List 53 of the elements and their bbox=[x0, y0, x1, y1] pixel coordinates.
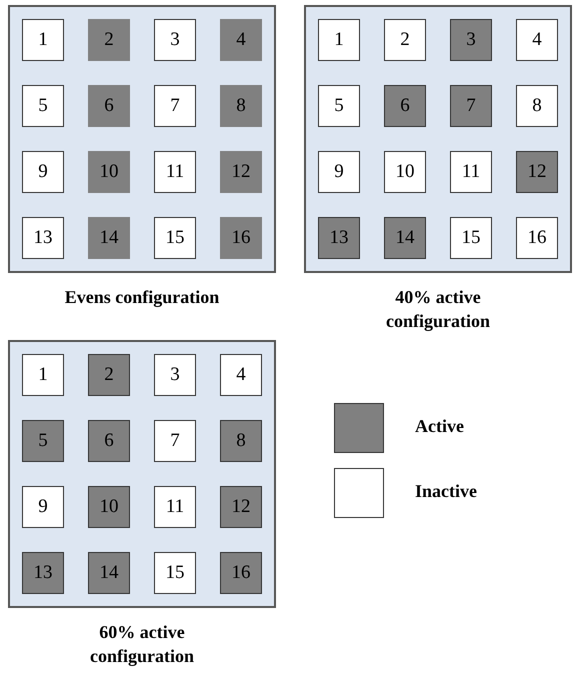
inactive-cell: 8 bbox=[516, 85, 558, 127]
active-cell: 8 bbox=[220, 420, 262, 462]
panel-caption: 40% active configuration bbox=[384, 286, 491, 333]
active-cell: 14 bbox=[384, 217, 426, 259]
active-cell: 14 bbox=[88, 217, 130, 259]
active-cell: 13 bbox=[318, 217, 360, 259]
inactive-cell: 1 bbox=[22, 354, 64, 396]
inactive-cell: 7 bbox=[154, 420, 196, 462]
inactive-cell: 1 bbox=[22, 19, 64, 61]
active-cell: 16 bbox=[220, 217, 262, 259]
legend-label: Inactive bbox=[415, 481, 477, 502]
legend-label: Active bbox=[415, 416, 464, 437]
active-cell: 13 bbox=[22, 552, 64, 594]
active-cell: 8 bbox=[220, 85, 262, 127]
inactive-cell: 5 bbox=[318, 85, 360, 127]
inactive-cell: 4 bbox=[220, 354, 262, 396]
inactive-cell: 13 bbox=[22, 217, 64, 259]
inactive-cell: 7 bbox=[154, 85, 196, 127]
inactive-cell: 11 bbox=[154, 151, 196, 193]
active-cell: 10 bbox=[88, 151, 130, 193]
active-cell: 6 bbox=[88, 85, 130, 127]
inactive-cell: 15 bbox=[450, 217, 492, 259]
inactive-cell: 10 bbox=[384, 151, 426, 193]
active-cell: 6 bbox=[88, 420, 130, 462]
active-cell: 2 bbox=[88, 354, 130, 396]
inactive-cell: 15 bbox=[154, 552, 196, 594]
active-cell: 4 bbox=[220, 19, 262, 61]
inactive-cell: 11 bbox=[154, 486, 196, 528]
inactive-cell: 2 bbox=[384, 19, 426, 61]
inactive-cell: 16 bbox=[516, 217, 558, 259]
active-cell: 7 bbox=[450, 85, 492, 127]
inactive-cell: 3 bbox=[154, 19, 196, 61]
panel-caption: 60% active configuration bbox=[88, 621, 195, 668]
active-cell: 12 bbox=[220, 151, 262, 193]
inactive-cell: 11 bbox=[450, 151, 492, 193]
inactive-cell: 9 bbox=[22, 486, 64, 528]
active-cell: 12 bbox=[516, 151, 558, 193]
inactive-cell: 15 bbox=[154, 217, 196, 259]
inactive-cell: 9 bbox=[318, 151, 360, 193]
active-cell: 2 bbox=[88, 19, 130, 61]
inactive-cell: 3 bbox=[154, 354, 196, 396]
active-cell: 5 bbox=[22, 420, 64, 462]
inactive-cell: 1 bbox=[318, 19, 360, 61]
panel-caption: Evens configuration bbox=[64, 286, 220, 309]
active-cell: 3 bbox=[450, 19, 492, 61]
active-cell: 10 bbox=[88, 486, 130, 528]
active-cell: 16 bbox=[220, 552, 262, 594]
active-cell: 6 bbox=[384, 85, 426, 127]
active-cell: 14 bbox=[88, 552, 130, 594]
active-cell: 12 bbox=[220, 486, 262, 528]
inactive-cell: 4 bbox=[516, 19, 558, 61]
inactive-cell: 9 bbox=[22, 151, 64, 193]
inactive-cell: 5 bbox=[22, 85, 64, 127]
